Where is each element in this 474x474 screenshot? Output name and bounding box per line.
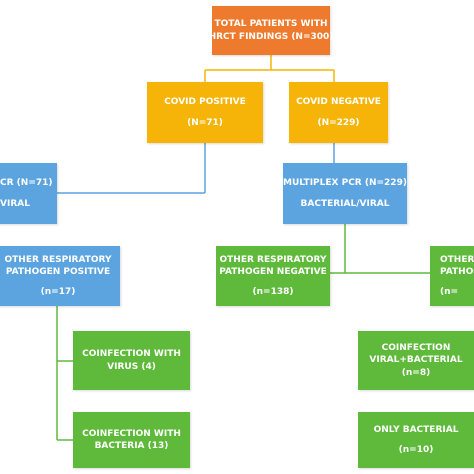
multiplex-pcr-line2: BACTERIAL/VIRAL: [300, 198, 390, 209]
coinfection-virus-box: COINFECTION WITH VIRUS (4): [73, 331, 190, 390]
covid-positive-label: COVID POSITIVE: [164, 97, 246, 108]
coinfection-bacteria-line2: BACTERIA (13): [94, 441, 169, 451]
covid-negative-count: (N=229): [317, 117, 360, 128]
resp-positive-count: (n=17): [40, 287, 76, 298]
resp-positive-line1: OTHER RESPIRATORY: [4, 254, 112, 265]
resp-right-cut-box: OTHER R PATHOGEN (n=: [430, 246, 474, 306]
covid-negative-label: COVID NEGATIVE: [296, 97, 381, 108]
coinfection-vb-line2: VIRAL+BACTERIAL: [369, 355, 463, 366]
coinfection-virus-line1: COINFECTION WITH: [82, 349, 181, 360]
coinfection-vb-line1: COINFECTION: [381, 343, 451, 354]
resp-right-line2: PATHOGEN: [440, 266, 474, 277]
coinfection-bacteria-line1: COINFECTION WITH: [82, 428, 181, 439]
only-bacterial-count: (n=10): [398, 445, 434, 455]
multiplex-pcr-box: MULTIPLEX PCR (N=229) BACTERIAL/VIRAL: [283, 163, 407, 224]
pcr-left-line1: CR (N=71): [0, 178, 53, 189]
resp-right-count: (n=: [440, 287, 459, 298]
total-patients-line2: HRCT FINDINGS (N=300): [208, 31, 334, 42]
resp-negative-count: (n=138): [252, 287, 294, 298]
resp-negative-box: OTHER RESPIRATORY PATHOGEN NEGATIVE (n=1…: [216, 246, 330, 306]
coinfection-vb-count: (n=8): [401, 367, 431, 378]
coinfection-viral-bacterial-box: COINFECTION VIRAL+BACTERIAL (n=8): [358, 331, 474, 390]
resp-negative-line2: PATHOGEN NEGATIVE: [219, 266, 327, 277]
coinfection-virus-line2: VIRUS (4): [107, 361, 156, 372]
resp-negative-line1: OTHER RESPIRATORY: [219, 254, 327, 265]
only-bacterial-label: ONLY BACTERIAL: [373, 424, 459, 435]
total-patients-box: TOTAL PATIENTS WITH HRCT FINDINGS (N=300…: [209, 6, 333, 55]
pcr-left-box: CR (N=71) VIRAL: [0, 163, 57, 224]
covid-negative-box: COVID NEGATIVE (N=229): [289, 82, 388, 143]
only-bacterial-box: ONLY BACTERIAL (n=10): [358, 412, 474, 468]
resp-positive-line2: PATHOGEN POSITIVE: [5, 266, 111, 277]
total-patients-line1: TOTAL PATIENTS WITH: [214, 19, 328, 30]
covid-positive-count: (N=71): [187, 117, 223, 128]
resp-positive-box: OTHER RESPIRATORY PATHOGEN POSITIVE (n=1…: [0, 246, 120, 306]
resp-right-line1: OTHER R: [440, 254, 474, 265]
covid-positive-box: COVID POSITIVE (N=71): [147, 82, 263, 143]
coinfection-bacteria-box: COINFECTION WITH BACTERIA (13): [73, 412, 190, 468]
multiplex-pcr-line1: MULTIPLEX PCR (N=229): [283, 178, 407, 189]
pcr-left-line2: VIRAL: [0, 198, 30, 209]
